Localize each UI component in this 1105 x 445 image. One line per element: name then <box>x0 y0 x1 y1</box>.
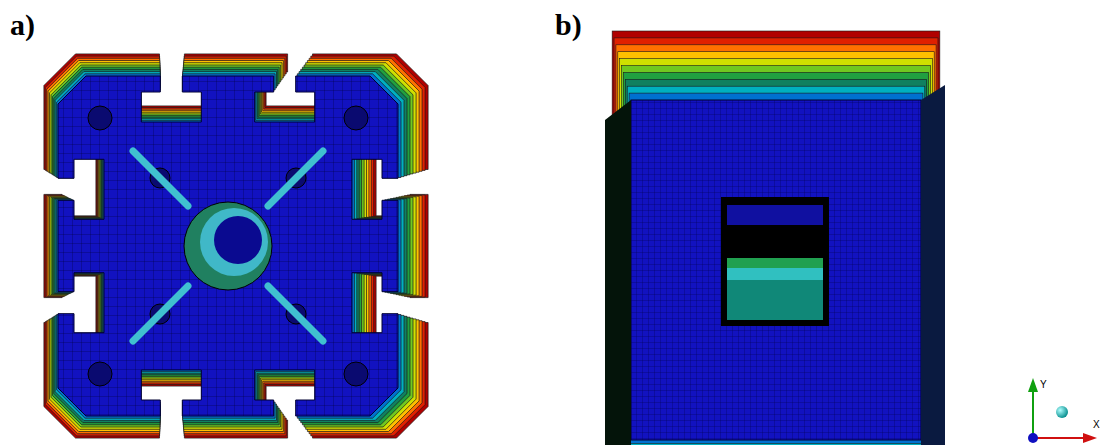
mesh-layer <box>727 258 823 268</box>
aluminium-profile-mesh <box>44 54 428 438</box>
mesh-layer <box>727 205 823 225</box>
mesh-layer <box>722 198 828 325</box>
mesh-layer <box>58 76 398 416</box>
hollow-block-mesh <box>605 31 945 445</box>
mesh-layer <box>614 38 938 445</box>
mesh-layer <box>629 93 923 443</box>
mesh-layer <box>631 100 921 440</box>
axis-label: X <box>1093 420 1100 430</box>
mesh-layer <box>612 31 940 445</box>
mesh-layer <box>54 69 407 422</box>
mesh-layer <box>88 362 112 386</box>
mesh-layer <box>616 45 936 445</box>
mesh-layer <box>133 151 188 206</box>
panel-label: a) <box>10 10 35 40</box>
mesh-layer <box>722 198 828 325</box>
mesh-layer <box>623 72 928 445</box>
mesh-layer <box>727 280 823 320</box>
mesh-layer <box>625 79 926 445</box>
mesh-layer <box>214 216 262 264</box>
mesh-layer <box>268 286 323 341</box>
mesh-layer <box>727 268 823 280</box>
mesh-layer <box>50 63 417 430</box>
mesh-layer <box>55 72 404 421</box>
mesh-layer <box>133 286 188 341</box>
mesh-layer <box>184 202 272 290</box>
mesh-layer <box>921 85 945 445</box>
mesh-layer <box>51 65 413 427</box>
mesh-layer <box>618 52 934 445</box>
mesh-layer <box>58 76 398 416</box>
panel-label: b) <box>555 10 582 40</box>
axis-triad <box>1028 378 1097 443</box>
mesh-layer <box>627 86 925 445</box>
mesh-layer <box>268 151 323 206</box>
mesh-layer <box>620 59 933 445</box>
mesh-layer <box>631 100 921 440</box>
mesh-layer <box>48 61 419 432</box>
mesh-layer <box>88 106 112 130</box>
mesh-layer <box>45 56 425 436</box>
mesh-layer <box>605 100 631 445</box>
axis-label: Y <box>1040 380 1047 390</box>
mesh-layer <box>200 208 268 276</box>
mesh-layer <box>344 362 368 386</box>
mesh-layer <box>44 54 428 438</box>
mesh-layer <box>52 67 410 425</box>
mesh-layer <box>344 106 368 130</box>
mesh-layer <box>57 74 401 418</box>
mesh-layer <box>622 66 931 445</box>
mesh-layer <box>47 58 422 433</box>
